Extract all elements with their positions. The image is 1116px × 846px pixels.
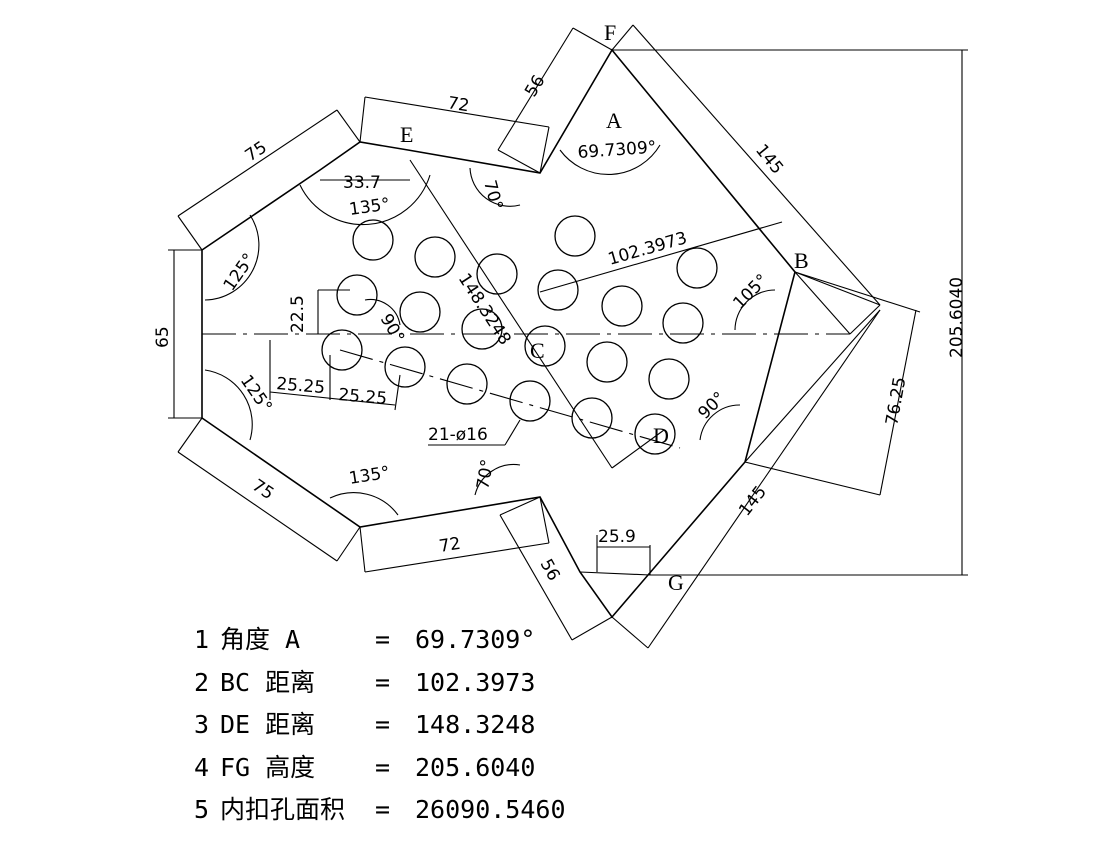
hole — [352, 219, 394, 261]
result-number: 2 — [194, 668, 209, 697]
dim-bottom-56: 56 — [536, 556, 564, 585]
hole-count-label: 21-ø16 — [428, 425, 488, 445]
result-label: BC 距离 — [220, 668, 315, 697]
point-label-d: D — [653, 423, 669, 448]
hole — [676, 247, 718, 289]
hole — [414, 236, 456, 278]
part-outline — [201, 48, 796, 619]
dim-22-5: 22.5 — [288, 295, 308, 333]
result-equals: = — [375, 710, 390, 739]
dim-top-72: 72 — [446, 93, 471, 116]
point-label-g: G — [668, 570, 684, 595]
dim-33-7: 33.7 — [343, 173, 381, 193]
dimension-lines — [168, 24, 968, 649]
hole — [601, 285, 643, 327]
hole — [648, 358, 690, 400]
result-equals: = — [375, 753, 390, 782]
point-label-f: F — [604, 20, 616, 45]
point-label-a: A — [606, 108, 622, 133]
hole — [476, 253, 518, 295]
hole — [634, 413, 676, 455]
hole-pattern — [321, 215, 718, 455]
dim-bottom-72: 72 — [438, 534, 463, 557]
result-value: 69.7309° — [415, 625, 535, 654]
results-row: 1 角度 A = 69.7309° — [194, 625, 535, 654]
dim-76-25: 76.25 — [882, 375, 910, 426]
point-label-e: E — [400, 122, 413, 147]
result-label: 角度 A — [220, 625, 300, 654]
dim-bottom-75: 75 — [248, 476, 277, 505]
results-row: 3 DE 距离 = 148.3248 — [194, 710, 535, 739]
hole — [321, 329, 363, 371]
dim-right-145-bottom: 145 — [735, 482, 771, 520]
results-row: 4 FG 高度 = 205.6040 — [194, 753, 535, 782]
dim-top-75: 75 — [242, 137, 271, 166]
angle-105: 105° — [729, 270, 772, 313]
result-equals: = — [375, 625, 390, 654]
angle-a: 69.7309° — [577, 138, 657, 163]
dim-25-25-b: 25.25 — [338, 385, 388, 409]
results-row: 2 BC 距离 = 102.3973 — [194, 668, 535, 697]
point-label-b: B — [794, 248, 809, 273]
dim-left-65: 65 — [153, 326, 173, 348]
result-value: 148.3248 — [415, 710, 535, 739]
result-label: FG 高度 — [220, 753, 315, 782]
dim-25-9: 25.9 — [598, 527, 636, 547]
hole — [446, 363, 488, 405]
result-value: 205.6040 — [415, 753, 535, 782]
result-equals: = — [375, 795, 390, 824]
point-label-c: C — [530, 338, 545, 363]
angle-70-bottom: 70° — [473, 458, 498, 491]
hole — [586, 341, 628, 383]
dim-fg-height: 205.6040 — [947, 277, 967, 358]
result-label: DE 距离 — [220, 710, 315, 739]
result-value: 102.3973 — [415, 668, 535, 697]
angle-125-top: 125° — [220, 250, 260, 295]
results-row: 5 内扣孔面积 = 26090.5460 — [194, 795, 566, 824]
dim-right-145-top: 145 — [751, 141, 787, 179]
result-number: 4 — [194, 753, 209, 782]
angle-arcs — [204, 144, 776, 516]
hole — [662, 302, 704, 344]
result-equals: = — [375, 668, 390, 697]
hole — [554, 215, 596, 257]
result-value: 26090.5460 — [415, 795, 566, 824]
hole — [537, 269, 579, 311]
result-number: 5 — [194, 795, 209, 824]
angle-90-right: 90° — [694, 388, 729, 423]
hole — [461, 308, 503, 350]
hole — [399, 291, 441, 333]
hole — [509, 380, 551, 422]
hole — [336, 274, 378, 316]
results-table: 1 角度 A = 69.7309° 2 BC 距离 = 102.3973 3 D… — [194, 625, 566, 824]
result-number: 3 — [194, 710, 209, 739]
angle-70-top: 70° — [479, 178, 506, 212]
angle-135-top: 135° — [348, 194, 391, 220]
result-label: 内扣孔面积 — [220, 795, 345, 824]
dim-top-56: 56 — [521, 72, 549, 101]
angle-135-bottom: 135° — [348, 463, 392, 489]
hole — [384, 346, 426, 388]
dim-25-25-a: 25.25 — [276, 374, 326, 398]
result-number: 1 — [194, 625, 209, 654]
angle-90-left: 90° — [376, 311, 408, 347]
hole — [571, 397, 613, 439]
